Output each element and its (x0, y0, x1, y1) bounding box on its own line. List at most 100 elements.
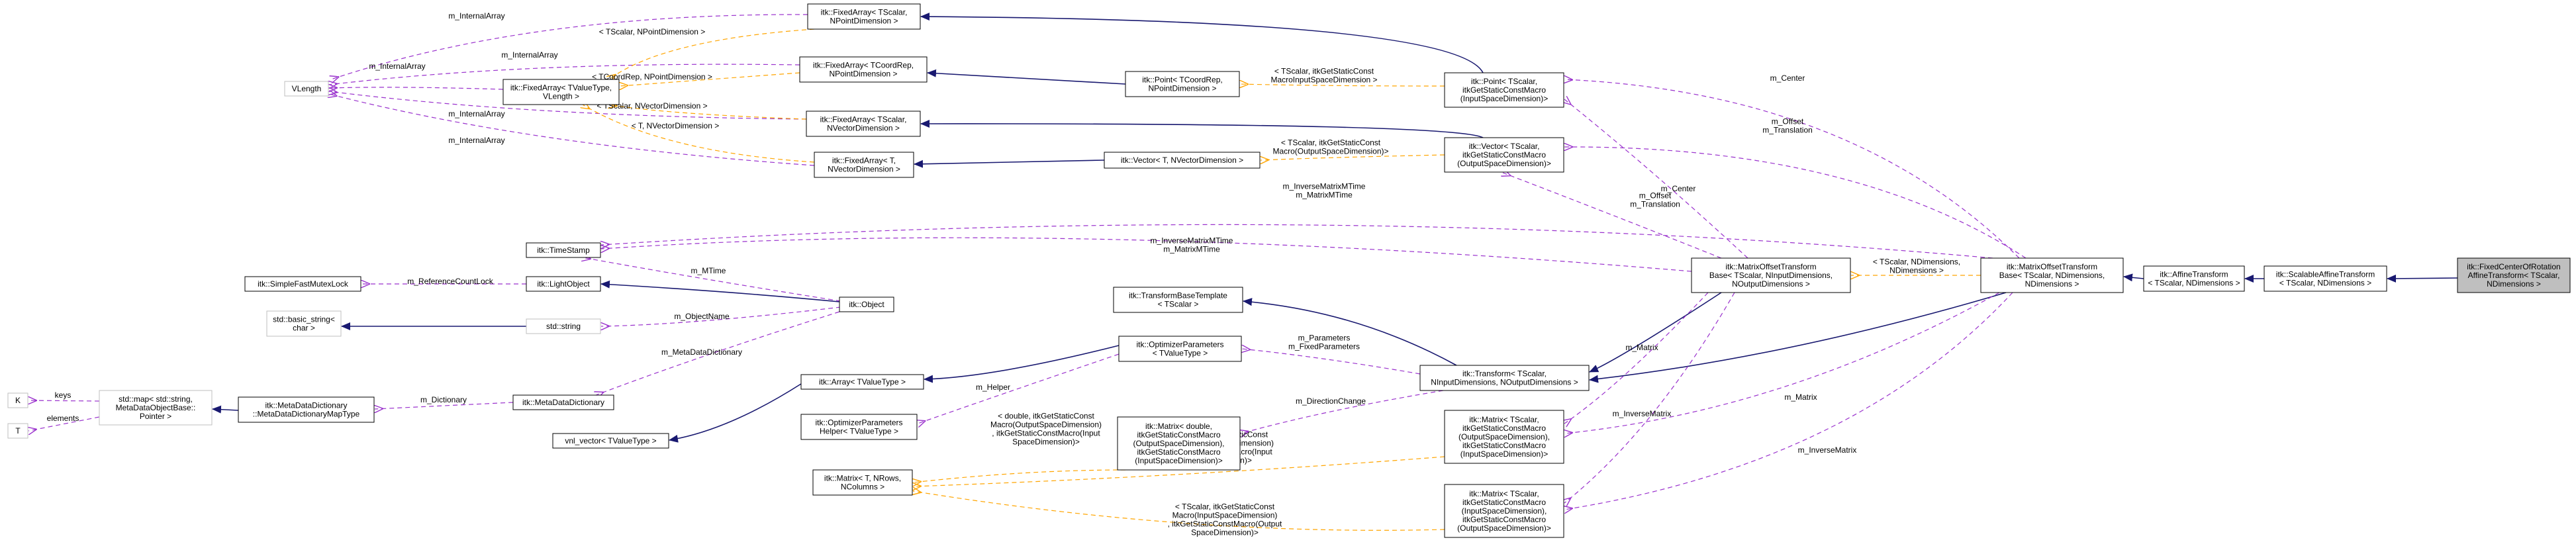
class-node-matrix-tscalar-out-in[interactable]: itk::Matrix< TScalar,itkGetStaticConstMa… (1444, 410, 1564, 464)
edge-motb_nd-to-matrix_tscalar_out_in (1564, 292, 2000, 434)
class-node-box (800, 414, 918, 440)
class-node-label: itk::TransformBaseTemplate< TScalar > (1129, 291, 1227, 309)
class-node-fa-tcoordrep[interactable]: itk::FixedArray< TCoordRep,NPointDimensi… (799, 56, 928, 83)
edge-vector_tscalar-to-fa_tscalar_nvd (920, 119, 1484, 138)
class-node-simplefastmutexlock[interactable]: itk::SimpleFastMutexLock (244, 276, 361, 292)
edge-std_map-to-k (28, 400, 100, 401)
class-node-optimizerparameters[interactable]: itk::OptimizerParameters< TValueType > (1118, 336, 1242, 362)
class-node-box (812, 469, 913, 496)
edge-mdd-to-mdd_map (375, 402, 514, 409)
class-node-fa-tscalar-nvd[interactable]: itk::FixedArray< TScalar,NVectorDimensio… (806, 111, 921, 137)
class-node-fa-tvaluetype[interactable]: itk::FixedArray< TValueType,VLength > (502, 79, 620, 105)
class-node-box (1113, 287, 1243, 313)
edge-label-m_mtime: m_MTime (691, 266, 726, 275)
class-node-point-tscalar[interactable]: itk::Point< TScalar,itkGetStaticConstMac… (1444, 72, 1564, 108)
class-node-label: vnl_vector< TValueType > (565, 436, 656, 445)
class-node-vlength[interactable]: VLength (284, 81, 329, 97)
class-node-matrix-double[interactable]: itk::Matrix< double,itkGetStaticConstMac… (1117, 416, 1241, 471)
class-node-label: itk::Vector< TScalar,itkGetStaticConstMa… (1457, 142, 1551, 168)
class-node-vnl-vector[interactable]: vnl_vector< TValueType > (552, 433, 669, 449)
class-node-label: itk::Transform< TScalar,NInputDimensions… (1431, 369, 1578, 387)
edge-transform-to-optimizerparameters (1242, 349, 1421, 375)
class-node-mdd-map[interactable]: itk::MetaDataDictionary::MetaDataDiction… (238, 396, 375, 423)
class-node-transformbasetemplate[interactable]: itk::TransformBaseTemplate< TScalar > (1113, 287, 1243, 313)
class-node-matrix-t-nrows[interactable]: itk::Matrix< T, NRows,NColumns > (812, 469, 913, 496)
edge-fa_t_nvd-to-vlength (329, 94, 815, 166)
class-node-affine[interactable]: itk::AffineTransform< TScalar, NDimensio… (2143, 265, 2245, 292)
class-node-object[interactable]: itk::Object (839, 297, 894, 312)
class-node-box (284, 81, 329, 97)
class-node-label: T (15, 426, 21, 435)
edge-matrix_tscalar_in_out-to-matrix_t_nrows (913, 491, 1445, 531)
class-node-t[interactable]: T (7, 423, 28, 439)
edge-motb_n-to-matrix_tscalar_out_in (1564, 292, 1709, 424)
class-node-box (839, 297, 894, 312)
edge-motb_n-to-vector_tscalar (1503, 173, 1722, 259)
class-node-std-map[interactable]: std::map< std::string,MetaDataObjectBase… (99, 390, 213, 426)
class-node-box (7, 423, 28, 439)
class-node-box (244, 276, 361, 292)
edge-transform-to-transformbasetemplate (1243, 298, 1457, 366)
class-node-matrix-tscalar-in-out[interactable]: itk::Matrix< TScalar,itkGetStaticConstMa… (1444, 484, 1564, 538)
class-node-box (1444, 137, 1564, 173)
edge-fa_tscalar_nvd-to-fa_tvaluetype (609, 105, 807, 120)
class-node-lightobject[interactable]: itk::LightObject (526, 276, 601, 292)
edge-affine-to-motb_nd (2123, 273, 2144, 282)
class-node-label: std::basic_string<char > (273, 315, 335, 333)
class-node-k[interactable]: K (7, 392, 28, 408)
edge-motb_n-to-point_tscalar (1564, 99, 1748, 259)
edge-motb_nd-to-timestamp (601, 224, 1993, 259)
class-node-label: itk::AffineTransform< TScalar, NDimensio… (2148, 270, 2240, 288)
edge-label-tpl_tscalar_ndims: < TScalar, NDimensions,NDimensions > (1873, 257, 1960, 275)
edge-vector_t-to-fa_t_nvd (914, 160, 1105, 168)
edge-motb_n-to-timestamp (601, 237, 1692, 272)
class-node-label: itk::ScalableAffineTransform< TScalar, N… (2276, 270, 2375, 288)
class-node-timestamp[interactable]: itk::TimeStamp (526, 242, 601, 258)
edge-object-to-lightobject (600, 280, 840, 302)
class-node-label: itk::FixedArray< TScalar,NVectorDimensio… (820, 115, 907, 133)
class-node-box (2457, 257, 2571, 293)
class-node-box (1118, 336, 1242, 362)
class-node-mdd[interactable]: itk::MetaDataDictionary (512, 394, 614, 410)
class-node-point-tcoordrep[interactable]: itk::Point< TCoordRep,NPointDimension > (1125, 71, 1240, 97)
edge-fa_tcoordrep-to-fa_tvaluetype (620, 72, 800, 86)
edge-label-m_dictionary: m_Dictionary (420, 395, 467, 404)
class-node-fa-tscalar-npd[interactable]: itk::FixedArray< TScalar,NPointDimension… (807, 3, 921, 30)
edge-motb_n-to-transform (1589, 292, 1722, 373)
class-node-label: itk::Matrix< TScalar,itkGetStaticConstMa… (1458, 415, 1550, 459)
edge-motb_nd-to-matrix_tscalar_in_out (1564, 292, 2013, 510)
edge-std_map-to-t (28, 416, 100, 431)
edge-fa_tscalar_npd-to-fa_tvaluetype (609, 28, 815, 79)
class-node-box (807, 3, 921, 30)
edge-label-m_helper: m_Helper (976, 383, 1010, 392)
class-node-vector-t[interactable]: itk::Vector< T, NVectorDimension > (1104, 152, 1261, 169)
class-node-label: itk::OptimizerParameters< TValueType > (1136, 340, 1223, 358)
edge-label-internal_array_4: m_InternalArray (448, 109, 504, 118)
class-node-transform[interactable]: itk::Transform< TScalar,NInputDimensions… (1419, 365, 1590, 391)
class-node-fa-t-nvd[interactable]: itk::FixedArray< T,NVectorDimension > (814, 152, 914, 178)
class-node-label: itk::LightObject (537, 279, 590, 289)
edge-label-tpl_tcoordrep_npd: < TCoordRep, NPointDimension > (592, 72, 712, 81)
class-node-box (526, 276, 601, 292)
class-node-label: itk::MetaDataDictionary (522, 398, 604, 407)
class-node-vector-tscalar[interactable]: itk::Vector< TScalar,itkGetStaticConstMa… (1444, 137, 1564, 173)
class-node-std-basic-string[interactable]: std::basic_string<char > (266, 310, 342, 337)
class-node-box (1444, 484, 1564, 538)
edge-label-internal_array_5: m_InternalArray (448, 136, 504, 145)
class-node-array[interactable]: itk::Array< TValueType > (800, 374, 924, 390)
edge-label-m_matrix_2: m_Matrix (1625, 343, 1658, 352)
class-node-std-string[interactable]: std::string (526, 318, 601, 334)
class-node-scalable-affine[interactable]: itk::ScalableAffineTransform< TScalar, N… (2264, 265, 2387, 292)
edge-fa_tscalar_npd-to-vlength (331, 14, 808, 79)
edge-label-elements: elements (47, 414, 79, 423)
edge-mdd_map-to-std_map (212, 405, 239, 414)
class-node-label: itk::Matrix< T, NRows,NColumns > (824, 474, 901, 492)
